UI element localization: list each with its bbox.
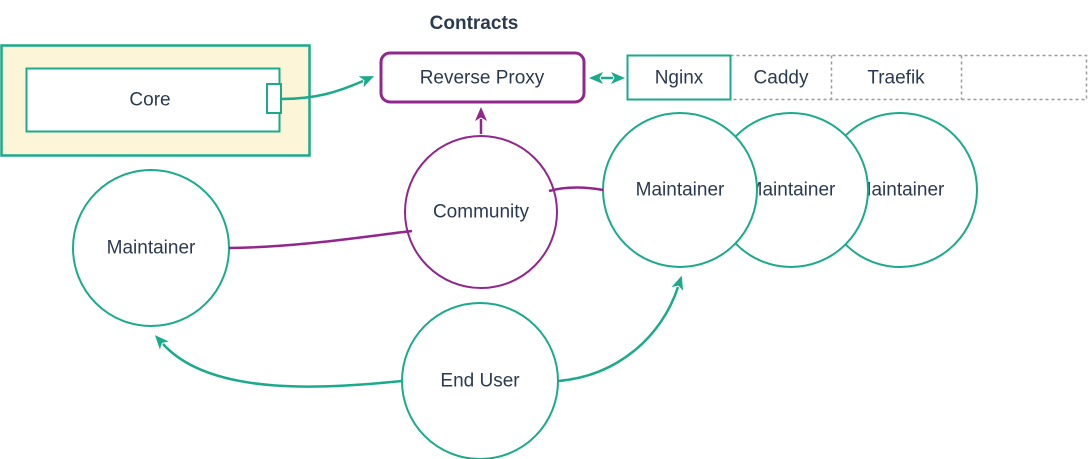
core-port [266,83,282,114]
maintainer-3-label: Maintainer [856,180,945,201]
community-node: Community [404,135,558,289]
nginx-label: Nginx [655,68,704,89]
proxy-row: Nginx Caddy Traefik [626,54,1088,101]
proxy-row-dashed-outline [729,54,1088,101]
edge-community-maintainer-right [548,186,604,193]
maintainer-2-label: Maintainer [747,180,836,201]
traefik-label: Traefik [867,68,925,89]
edge-community-maintainer-left [228,229,413,250]
core-inner-box [25,67,281,133]
maintainer-stack-node-3: Maintainer [822,112,978,268]
core-label: Core [129,90,170,111]
caddy-label: Caddy [754,68,809,89]
cell-nginx [626,54,732,101]
maintainer-stack-node-2: Maintainer [713,112,869,268]
end-user-label: End User [440,371,520,392]
maintainer-left-label: Maintainer [107,238,196,259]
community-label: Community [433,202,530,223]
reverse-proxy-label: Reverse Proxy [420,68,545,89]
maintainer-left-node: Maintainer [72,169,230,327]
edge-core-to-reverse-proxy [280,76,374,101]
core-group: Core [0,44,311,157]
edge-end-user-to-maintainer-right [557,275,684,383]
maintainer-1-label: Maintainer [636,180,725,201]
diagram-title: Contracts [430,13,519,34]
maintainer-stack-node-1: Maintainer [602,112,758,268]
reverse-proxy-box [379,51,586,104]
reverse-proxy-node: Reverse Proxy [379,51,586,104]
end-user-node: End User [401,302,559,459]
edge-end-user-to-maintainer-left [154,335,403,388]
